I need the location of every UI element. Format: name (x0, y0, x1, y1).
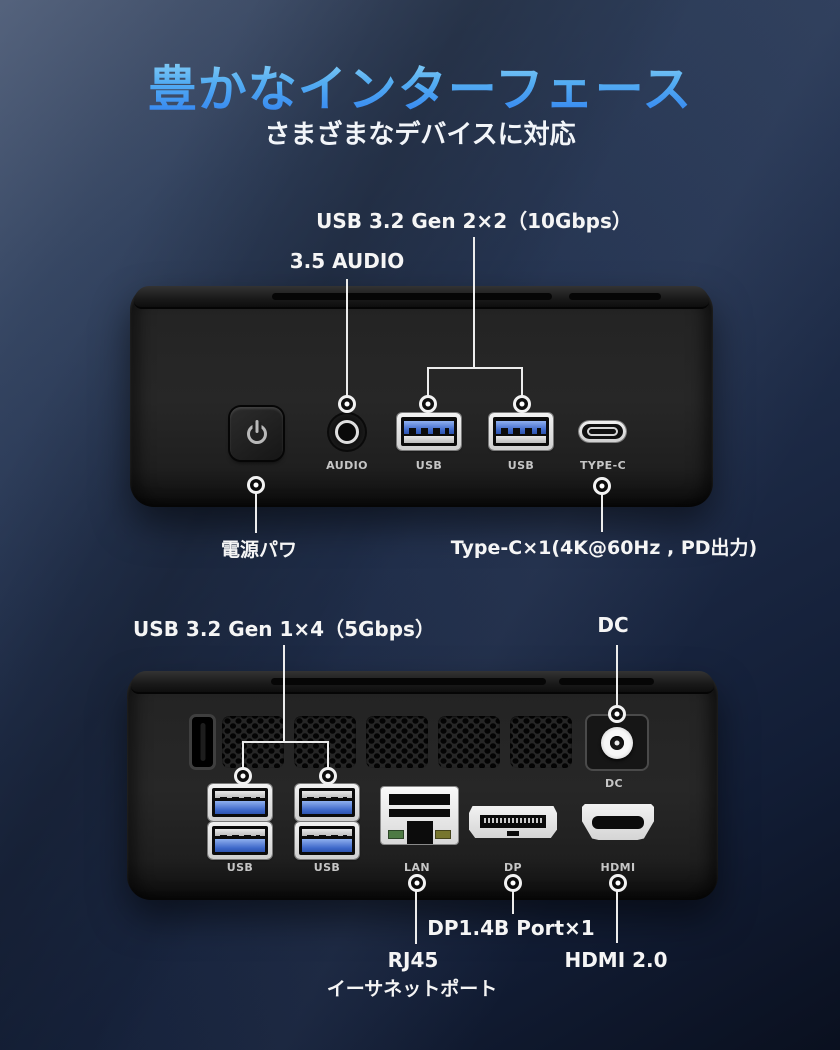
vent-grille (510, 716, 572, 768)
port-label-usb: USB (507, 459, 535, 472)
vent-grille (438, 716, 500, 768)
callout-line (521, 367, 523, 397)
page-subtitle: さまざまなデバイスに対応 (264, 120, 576, 150)
vent-grille (366, 716, 428, 768)
callout-dot (408, 874, 426, 892)
callout-hdmi-label: HDMI 2.0 (564, 948, 668, 972)
port-label-hdmi: HDMI (600, 861, 636, 874)
dp-port (469, 806, 557, 838)
callout-dot (608, 705, 626, 723)
port-label-usb: USB (313, 861, 341, 874)
callout-dot (234, 767, 252, 785)
lid-groove (569, 293, 661, 300)
usb-c-port (579, 421, 626, 442)
port-label-dp: DP (504, 861, 522, 874)
callout-line (327, 741, 329, 770)
front-lid (134, 286, 709, 309)
usb-a-port (397, 413, 461, 450)
usb-a-port (295, 822, 359, 859)
callout-typec-label: Type-C×1(4K@60Hz , PD出力) (450, 537, 758, 559)
callout-dot (247, 476, 265, 494)
usb-a-port (208, 822, 272, 859)
callout-dot (513, 395, 531, 413)
port-label-lan: LAN (404, 861, 430, 874)
callout-line (616, 645, 618, 705)
callout-line (427, 367, 429, 397)
lan-led-green (388, 830, 404, 839)
callout-dp-label: DP1.4B Port×1 (427, 916, 595, 940)
rear-lid (131, 671, 714, 694)
page-title: 豊かなインターフェース (0, 50, 840, 121)
callout-dot (319, 767, 337, 785)
hdmi-port (582, 804, 654, 840)
lan-led-amber (435, 830, 451, 839)
callout-dot (338, 395, 356, 413)
lid-groove (559, 678, 654, 685)
callout-dc-label: DC (597, 613, 629, 637)
callout-dot (609, 874, 627, 892)
callout-bracket (427, 367, 523, 369)
lid-groove (271, 678, 546, 685)
callout-dot (593, 477, 611, 495)
usb-a-port (295, 784, 359, 821)
callout-dot (504, 874, 522, 892)
callout-line (242, 741, 244, 770)
rear-panel (127, 671, 718, 900)
power-button (230, 407, 283, 460)
lid-groove (272, 293, 552, 300)
callout-bracket (242, 741, 329, 743)
callout-usb-gen2-label: USB 3.2 Gen 2×2（10Gbps） (316, 209, 632, 233)
callout-line (415, 891, 417, 944)
kensington-lock-slot (189, 714, 216, 770)
audio-jack-port (327, 412, 367, 452)
usb-a-port (208, 784, 272, 821)
callout-usb-gen1-label: USB 3.2 Gen 1×4（5Gbps） (133, 617, 435, 641)
dc-jack (585, 714, 649, 771)
port-label-typec: TYPE-C (579, 459, 627, 472)
usb-a-port (489, 413, 553, 450)
power-icon (244, 419, 270, 447)
callout-line (255, 493, 257, 533)
callout-power-label: 電源パワ (220, 539, 298, 561)
callout-line (601, 494, 603, 532)
port-label-dc: DC (604, 777, 624, 790)
callout-line (512, 891, 514, 914)
callout-line (473, 237, 475, 368)
callout-dot (419, 395, 437, 413)
port-label-usb: USB (415, 459, 443, 472)
lan-port (381, 787, 458, 844)
callout-line (616, 891, 618, 943)
callout-line (283, 645, 285, 742)
callout-audio-label: 3.5 AUDIO (289, 249, 405, 273)
callout-ethernet-label: イーサネットポート (326, 978, 498, 1000)
port-label-audio: AUDIO (326, 459, 368, 472)
port-label-usb: USB (226, 861, 254, 874)
callout-rj45-label: RJ45 (387, 948, 439, 972)
callout-line (346, 279, 348, 396)
